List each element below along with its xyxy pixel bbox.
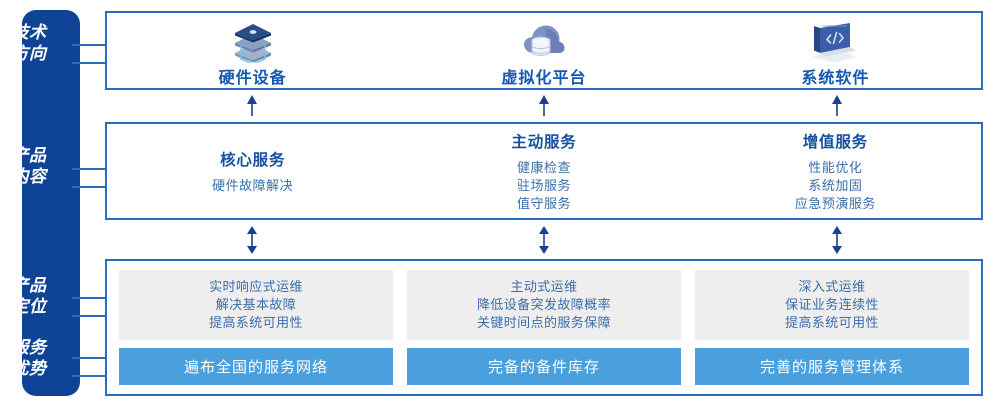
content-item: 应急预演服务 — [794, 195, 876, 211]
content-item: 硬件故障解决 — [212, 177, 294, 193]
connector-line — [72, 186, 108, 188]
sidebar-label-line1: 产品 — [11, 146, 47, 165]
positioning-point: 提高系统可用性 — [785, 315, 879, 330]
category-sidebar — [22, 10, 80, 396]
content-column-value-added-service[interactable]: 增值服务 性能优化 系统加固 应急预演服务 — [690, 124, 981, 218]
arrow-up-down-icon — [538, 226, 550, 254]
arrow-up-down-icon — [246, 226, 258, 254]
content-item: 性能优化 — [808, 159, 863, 175]
sidebar-label-tech-direction: 技术 方向 — [0, 22, 58, 64]
arrow-up-down-icon — [831, 226, 843, 254]
positioning-box: 深入式运维 保证业务连续性 提高系统可用性 — [695, 270, 969, 340]
tech-column-hardware[interactable]: 硬件设备 — [107, 13, 398, 88]
tech-title-hardware: 硬件设备 — [218, 70, 287, 87]
positioning-point: 主动式运维 — [510, 279, 578, 294]
sidebar-label-product-position: 产品 定位 — [0, 275, 58, 317]
content-title-proactive-service: 主动服务 — [511, 133, 577, 151]
content-item: 健康检查 — [516, 159, 571, 175]
positioning-box: 实时响应式运维 解决基本故障 提高系统可用性 — [119, 270, 393, 340]
tech-title-system-software: 系统软件 — [801, 70, 870, 87]
content-item: 系统加固 — [808, 177, 863, 193]
content-title-value-added-service: 增值服务 — [802, 133, 868, 151]
advantage-bar[interactable]: 完备的备件库存 — [407, 348, 681, 385]
sidebar-label-line1: 技术 — [11, 23, 47, 42]
panel-product-content: 核心服务 硬件故障解决 主动服务 健康检查 驻场服务 值守服务 增值服务 性能优… — [105, 122, 983, 220]
panel-positioning-advantages: 实时响应式运维 解决基本故障 提高系统可用性 遍布全国的服务网络 主动式运维 降… — [105, 259, 983, 396]
connector-line — [72, 357, 108, 359]
laptop-code-icon — [806, 19, 864, 63]
connector-line — [72, 297, 108, 299]
positioning-point: 提高系统可用性 — [209, 315, 303, 330]
connector-line — [72, 315, 108, 317]
content-item: 值守服务 — [516, 195, 571, 211]
positioning-point: 解决基本故障 — [215, 297, 297, 312]
sidebar-label-line1: 产品 — [11, 276, 47, 295]
arrow-up-icon — [538, 95, 550, 117]
sidebar-label-line2: 优势 — [11, 359, 47, 378]
connector-line — [72, 168, 108, 170]
positioning-point: 深入式运维 — [798, 279, 866, 294]
positioning-box: 主动式运维 降低设备突发故障概率 关键时间点的服务保障 — [407, 270, 681, 340]
positioning-point: 实时响应式运维 — [209, 279, 303, 294]
content-title-core-service: 核心服务 — [220, 151, 286, 169]
sidebar-label-line2: 方向 — [11, 44, 47, 63]
content-item: 驻场服务 — [516, 177, 571, 193]
tech-column-virtualization[interactable]: 虚拟化平台 — [398, 13, 689, 88]
bottom-column-realtime[interactable]: 实时响应式运维 解决基本故障 提高系统可用性 遍布全国的服务网络 — [119, 270, 393, 385]
sidebar-label-line2: 定位 — [11, 297, 47, 316]
tech-title-virtualization: 虚拟化平台 — [501, 70, 587, 87]
sidebar-label-service-advantage: 服务 优势 — [0, 337, 58, 379]
connector-line — [72, 62, 108, 64]
arrow-up-icon — [246, 95, 258, 117]
cloud-database-icon — [518, 19, 570, 63]
advantage-bar[interactable]: 完善的服务管理体系 — [695, 348, 969, 385]
sidebar-label-line1: 服务 — [11, 338, 47, 357]
panel-tech-direction: 硬件设备 虚拟化平台 — [105, 11, 983, 90]
connector-line — [72, 375, 108, 377]
bottom-column-indepth[interactable]: 深入式运维 保证业务连续性 提高系统可用性 完善的服务管理体系 — [695, 270, 969, 385]
bottom-column-proactive[interactable]: 主动式运维 降低设备突发故障概率 关键时间点的服务保障 完备的备件库存 — [407, 270, 681, 385]
positioning-point: 保证业务连续性 — [785, 297, 879, 312]
connector-line — [72, 44, 108, 46]
positioning-point: 降低设备突发故障概率 — [476, 297, 611, 312]
server-stack-icon — [227, 19, 279, 63]
advantage-bar[interactable]: 遍布全国的服务网络 — [119, 348, 393, 385]
content-column-core-service[interactable]: 核心服务 硬件故障解决 — [107, 124, 398, 218]
sidebar-label-product-content: 产品 内容 — [0, 145, 58, 187]
arrow-up-icon — [831, 95, 843, 117]
positioning-point: 关键时间点的服务保障 — [476, 315, 611, 330]
sidebar-label-line2: 内容 — [11, 167, 47, 186]
content-column-proactive-service[interactable]: 主动服务 健康检查 驻场服务 值守服务 — [398, 124, 689, 218]
tech-column-system-software[interactable]: 系统软件 — [690, 13, 981, 88]
